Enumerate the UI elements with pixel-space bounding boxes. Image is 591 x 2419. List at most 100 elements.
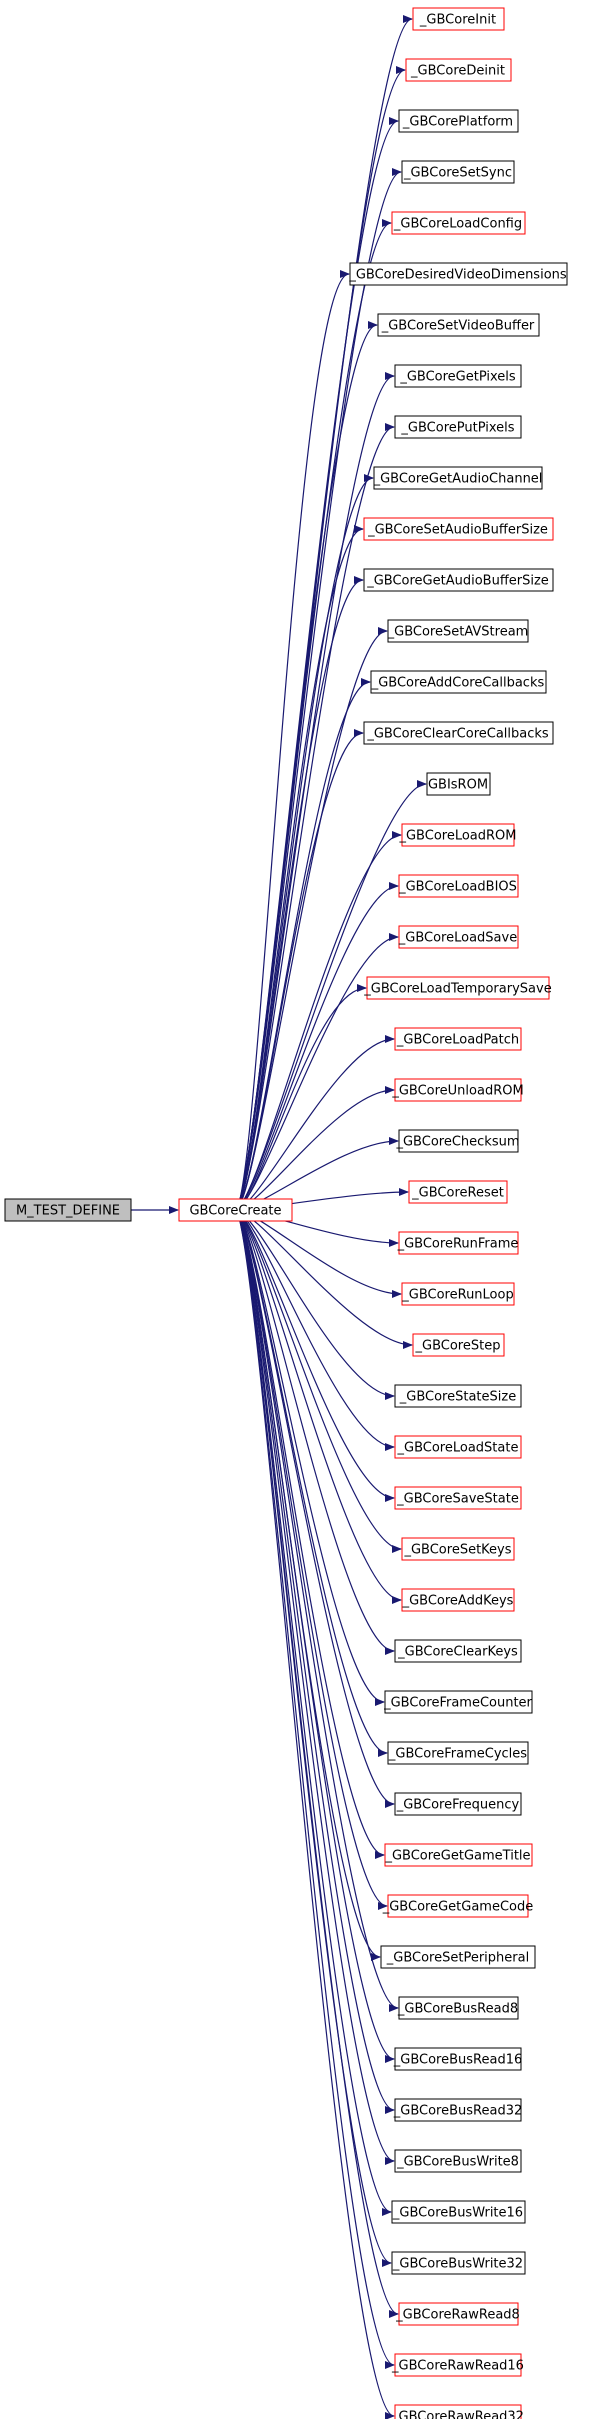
callee-node-label: _GBCoreGetGameCode [382, 1900, 534, 1915]
callee-node-label: _GBCoreSetAVStream [387, 625, 529, 640]
callee-node-label: _GBCoreLoadSave [398, 931, 517, 946]
hub-node[interactable]: GBCoreCreate [178, 1198, 293, 1222]
callee-node[interactable]: _GBCoreSetAudioBufferSize [363, 517, 554, 541]
callee-node[interactable]: _GBCoreLoadSave [398, 925, 519, 949]
callee-node[interactable]: _GBCoreRawRead32 [391, 2404, 524, 2419]
callee-node-label: _GBCoreLoadState [397, 1441, 519, 1456]
callee-node-box [394, 2047, 522, 2071]
callee-node-box [394, 1486, 522, 1510]
callee-node[interactable]: _GBCoreSetKeys [401, 1537, 515, 1561]
callee-node[interactable]: _GBCoreRunFrame [397, 1231, 519, 1255]
callee-node[interactable]: _GBCoreFrameCounter [383, 1690, 533, 1714]
callee-node[interactable]: _GBCoreAddCoreCallbacks [370, 670, 547, 694]
callee-node-label: _GBCoreSetPeripheral [386, 1951, 529, 1966]
callee-node[interactable]: _GBCoreGetAudioBufferSize [363, 568, 554, 592]
callee-node[interactable]: _GBCoreBusWrite8 [394, 2149, 522, 2173]
callee-node[interactable]: _GBCoreChecksum [395, 1129, 520, 1153]
callee-node[interactable]: _GBCoreGetAudioChannel [373, 466, 543, 490]
callee-node-label: _GBCoreSetAudioBufferSize [367, 523, 548, 538]
callee-node-box [391, 2200, 526, 2224]
callee-node[interactable]: _GBCoreBusRead8 [397, 1996, 519, 2020]
call-edge [234, 1209, 395, 2369]
callee-node[interactable]: _GBCoreSetPeripheral [380, 1945, 536, 1969]
callee-node-label: _GBCoreBusWrite32 [392, 2257, 523, 2272]
callee-node[interactable]: _GBCoreBusRead16 [393, 2047, 523, 2071]
callee-node-box [412, 7, 505, 31]
call-edge [234, 1209, 399, 2318]
callee-node[interactable]: _GBCoreClearKeys [394, 1639, 522, 1663]
callee-node-box [408, 1180, 508, 1204]
callee-node-label: _GBCoreRawRead16 [391, 2359, 524, 2374]
callee-node[interactable]: _GBCoreDeinit [405, 58, 512, 82]
callee-node[interactable]: _GBCoreStateSize [394, 1384, 522, 1408]
callee-node-box [391, 2251, 526, 2275]
call-edge [234, 576, 364, 1211]
callee-node-label: _GBCoreGetPixels [399, 370, 516, 385]
callee-node[interactable]: _GBCoreGetGameCode [382, 1894, 534, 1918]
callee-node-label: _GBCoreGetGameTitle [384, 1849, 530, 1864]
callee-node[interactable]: _GBCoreSaveState [394, 1486, 522, 1510]
callee-node-label: _GBCoreAddCoreCallbacks [371, 676, 545, 691]
call-edge [234, 270, 350, 1211]
callee-node-box [394, 2353, 522, 2377]
callee-node[interactable]: _GBCoreStep [412, 1333, 505, 1357]
callee-node[interactable]: _GBCoreBusWrite32 [391, 2251, 526, 2275]
callee-node-box [380, 1945, 536, 1969]
callee-node-label: _GBCoreDesiredVideoDimensions [348, 268, 567, 283]
callee-node[interactable]: _GBCoreSetAVStream [387, 619, 529, 643]
callee-node[interactable]: _GBCoreBusWrite16 [391, 2200, 526, 2224]
callee-node[interactable]: _GBCoreFrameCycles [387, 1741, 529, 1765]
callee-node[interactable]: _GBCoreLoadBIOS [398, 874, 519, 898]
callee-node[interactable]: _GBCoreRawRead8 [395, 2302, 520, 2326]
call-edge [234, 729, 364, 1211]
callee-node[interactable]: _GBCoreLoadPatch [394, 1027, 522, 1051]
callee-node[interactable]: _GBCoreReset [408, 1180, 508, 1204]
callee-node[interactable]: _GBCoreLoadROM [398, 823, 517, 847]
callee-node-box [363, 721, 554, 745]
callee-node[interactable]: _GBCoreAddKeys [401, 1588, 515, 1612]
call-edge [234, 1209, 402, 1553]
call-edge [234, 1209, 395, 2165]
callee-node[interactable]: _GBCoreInit [412, 7, 505, 31]
callee-node-box [377, 313, 540, 337]
callee-node-box [387, 1741, 529, 1765]
callee-node[interactable]: _GBCoreRunLoop [401, 1282, 515, 1306]
callee-node[interactable]: _GBCoreUnloadROM [391, 1078, 524, 1102]
call-edge [234, 1035, 395, 1211]
callee-node-box [394, 2098, 522, 2122]
call-edge [234, 1209, 388, 1910]
callee-node-box [394, 1792, 522, 1816]
callee-node-label: _GBCoreBusRead8 [397, 2002, 518, 2017]
callee-node-box [398, 925, 519, 949]
callee-node-box [398, 1129, 519, 1153]
callee-node[interactable]: _GBCoreFrequency [394, 1792, 522, 1816]
hub-node-label: GBCoreCreate [189, 1204, 281, 1219]
callee-node-box [363, 568, 554, 592]
callee-node[interactable]: _GBCoreClearCoreCallbacks [363, 721, 554, 745]
callee-node[interactable]: _GBCoreBusRead32 [393, 2098, 523, 2122]
callee-node[interactable]: _GBCoreLoadConfig [391, 211, 526, 235]
callee-node[interactable]: _GBCoreSetSync [401, 160, 515, 184]
callee-node-label: _GBCoreChecksum [395, 1135, 519, 1150]
callee-node-box [394, 1435, 522, 1459]
callee-node[interactable]: _GBCoreLoadTemporarySave [363, 976, 552, 1000]
callee-node-box [401, 1537, 515, 1561]
callee-node[interactable]: _GBCoreRawRead16 [391, 2353, 524, 2377]
callee-node-box [394, 415, 522, 439]
callee-node[interactable]: _GBCoreDesiredVideoDimensions [348, 262, 568, 286]
callee-node-box [398, 2302, 519, 2326]
callee-node-box [398, 109, 519, 133]
call-edge [234, 1209, 395, 1808]
root-node[interactable]: M_TEST_DEFINE [4, 1198, 132, 1222]
callee-node-label: _GBCoreSetKeys [403, 1543, 511, 1558]
callee-node-label: _GBCoreStateSize [399, 1390, 516, 1405]
callee-node[interactable]: _GBCorePlatform [398, 109, 519, 133]
callee-node[interactable]: _GBCoreSetVideoBuffer [377, 313, 540, 337]
callee-node[interactable]: _GBCorePutPixels [394, 415, 522, 439]
callee-node[interactable]: _GBCoreGetGameTitle [384, 1843, 533, 1867]
callee-node[interactable]: _GBCoreLoadState [394, 1435, 522, 1459]
callee-node-label: _GBCoreInit [419, 13, 496, 28]
callee-node[interactable]: _GBCoreGetPixels [394, 364, 522, 388]
callee-node[interactable]: GBIsROM [426, 772, 491, 796]
